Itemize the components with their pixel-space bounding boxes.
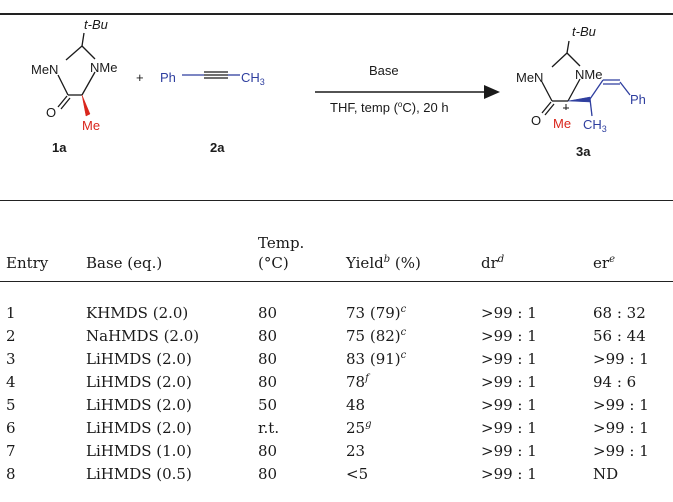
cell-yield: 73 (79)c (346, 304, 407, 322)
cell-base: NaHMDS (2.0) (86, 327, 200, 345)
table-row: 3 LiHMDS (2.0) 80 83 (91)c >99 : 1 >99 :… (6, 345, 673, 368)
cell-base: KHMDS (2.0) (86, 304, 189, 322)
arrow-base-text: Base (369, 63, 399, 78)
p-men: MeN (516, 70, 543, 85)
r1-men: MeN (31, 62, 58, 77)
arrow-conditions-text: THF, temp (oC), 20 h (330, 100, 449, 115)
p-ch3: CH3 (583, 117, 607, 134)
cell-dr: >99 : 1 (481, 327, 537, 345)
p-tbu: t-Bu (572, 24, 596, 39)
cell-entry: 1 (6, 304, 16, 322)
cell-entry: 5 (6, 396, 16, 414)
cell-yield: 83 (91)c (346, 350, 407, 368)
cell-dr: >99 : 1 (481, 350, 537, 368)
header-dr: drd (481, 254, 505, 272)
header-temp: Temp.(°C) (258, 234, 305, 272)
cell-base: LiHMDS (2.0) (86, 396, 192, 414)
header-entry: Entry (6, 254, 49, 272)
p-nme: NMe (575, 67, 602, 82)
cell-entry: 2 (6, 327, 16, 345)
table-row: 8 LiHMDS (0.5) 80 <5 >99 : 1 ND (6, 460, 673, 483)
cell-er: >99 : 1 (593, 350, 649, 368)
cell-temp: 80 (258, 327, 278, 345)
r1-nme: NMe (90, 60, 117, 75)
table-row: 4 LiHMDS (2.0) 80 78f >99 : 1 94 : 6 (6, 368, 673, 391)
header-base: Base (eq.) (86, 254, 163, 272)
cell-dr: >99 : 1 (481, 373, 537, 391)
cell-yield: 25g (346, 419, 372, 437)
cell-temp: 50 (258, 396, 278, 414)
table-row: 1 KHMDS (2.0) 80 73 (79)c >99 : 1 68 : 3… (6, 279, 673, 322)
optimization-table: Entry Base (eq.) Temp.(°C) Yieldb (%) dr… (6, 215, 673, 483)
table-header-row: Entry Base (eq.) Temp.(°C) Yieldb (%) dr… (6, 215, 673, 279)
header-yield: Yieldb (%) (346, 254, 421, 272)
r1-o: O (46, 105, 56, 120)
r1-tbu: t-Bu (84, 17, 108, 32)
cell-dr: >99 : 1 (481, 419, 537, 437)
r1-me: Me (82, 118, 100, 133)
r1-label: 1a (52, 140, 67, 155)
cell-entry: 8 (6, 465, 16, 483)
cell-base: LiHMDS (1.0) (86, 442, 192, 460)
scheme-bottom-rule (0, 200, 673, 201)
r2-ch3: CH3 (241, 70, 265, 87)
cell-base: LiHMDS (2.0) (86, 373, 192, 391)
cell-yield: 78f (346, 373, 369, 391)
table-row: 6 LiHMDS (2.0) r.t. 25g >99 : 1 >99 : 1 (6, 414, 673, 437)
cell-dr: >99 : 1 (481, 396, 537, 414)
cell-base: LiHMDS (2.0) (86, 350, 192, 368)
cell-er: >99 : 1 (593, 396, 649, 414)
cell-yield: 23 (346, 442, 366, 460)
header-er: ere (593, 254, 615, 272)
p-me: Me (553, 116, 571, 131)
cell-base: LiHMDS (2.0) (86, 419, 192, 437)
cell-dr: >99 : 1 (481, 304, 537, 322)
cell-entry: 4 (6, 373, 16, 391)
reaction-scheme: t-Bu MeN NMe O Me 1a + Ph CH3 2a Base TH… (31, 17, 646, 159)
cell-temp: 80 (258, 442, 278, 460)
cell-entry: 7 (6, 442, 16, 460)
cell-er: 56 : 44 (593, 327, 646, 345)
reactant-1a-structure: t-Bu MeN NMe O Me 1a (31, 17, 117, 155)
p-ph: Ph (630, 92, 646, 107)
p-o: O (531, 113, 541, 128)
cell-yield: 75 (82)c (346, 327, 407, 345)
cell-er: 94 : 6 (593, 373, 637, 391)
reaction-arrow: Base THF, temp (oC), 20 h (315, 63, 500, 115)
cell-dr: >99 : 1 (481, 442, 537, 460)
cell-entry: 6 (6, 419, 16, 437)
cell-yield: <5 (346, 465, 369, 483)
cell-er: 68 : 32 (593, 304, 646, 322)
product-3a-structure: t-Bu MeN NMe O Me Ph CH3 3a (516, 24, 646, 159)
cell-yield: 48 (346, 396, 366, 414)
r2-ph: Ph (160, 70, 176, 85)
cell-temp: 80 (258, 373, 278, 391)
cell-temp: 80 (258, 465, 278, 483)
table-row: 7 LiHMDS (1.0) 80 23 >99 : 1 >99 : 1 (6, 437, 673, 460)
cell-dr: >99 : 1 (481, 465, 537, 483)
plus-sign: + (136, 70, 144, 85)
cell-entry: 3 (6, 350, 16, 368)
p-label: 3a (576, 144, 591, 159)
cell-temp: 80 (258, 350, 278, 368)
header-bottom-rule (0, 281, 673, 282)
cell-er: >99 : 1 (593, 419, 649, 437)
cell-er: ND (593, 465, 619, 483)
table-row: 5 LiHMDS (2.0) 50 48 >99 : 1 >99 : 1 (6, 391, 673, 414)
reactant-2a-structure: Ph CH3 2a (160, 70, 265, 155)
cell-base: LiHMDS (0.5) (86, 465, 192, 483)
top-rule (0, 13, 673, 15)
table-row: 2 NaHMDS (2.0) 80 75 (82)c >99 : 1 56 : … (6, 322, 673, 345)
cell-temp: 80 (258, 304, 278, 322)
cell-temp: r.t. (258, 419, 280, 437)
cell-er: >99 : 1 (593, 442, 649, 460)
r2-label: 2a (210, 140, 225, 155)
